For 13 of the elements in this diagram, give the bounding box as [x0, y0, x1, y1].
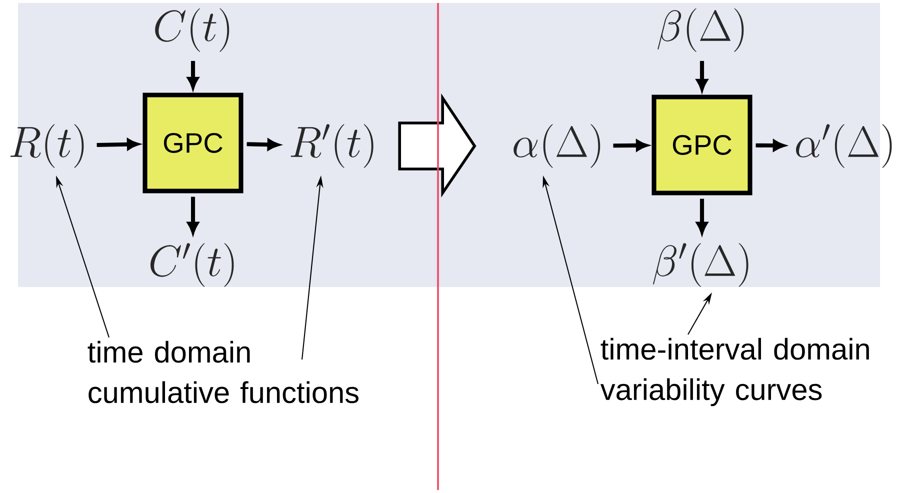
- signal-label: $\beta'(\Delta)$: [653, 243, 748, 287]
- signal-label: $\alpha'(\Delta)$: [796, 124, 892, 168]
- signal-label: $C(t)$: [155, 8, 230, 52]
- process-box: GPC: [142, 92, 244, 194]
- note-text: time-interval domain variability curves: [600, 338, 869, 406]
- note-text: time domain cumulative functions: [88, 340, 358, 404]
- signal-label: $\beta(\Delta)$: [658, 8, 744, 52]
- signal-label: $R'(t)$: [290, 124, 374, 168]
- signal-label: $\alpha(\Delta)$: [514, 124, 600, 168]
- signal-label: $R(t)$: [10, 124, 84, 168]
- process-box: GPC: [652, 94, 752, 196]
- block-arrow: [398, 93, 476, 198]
- signal-label: $C'(t)$: [150, 243, 234, 287]
